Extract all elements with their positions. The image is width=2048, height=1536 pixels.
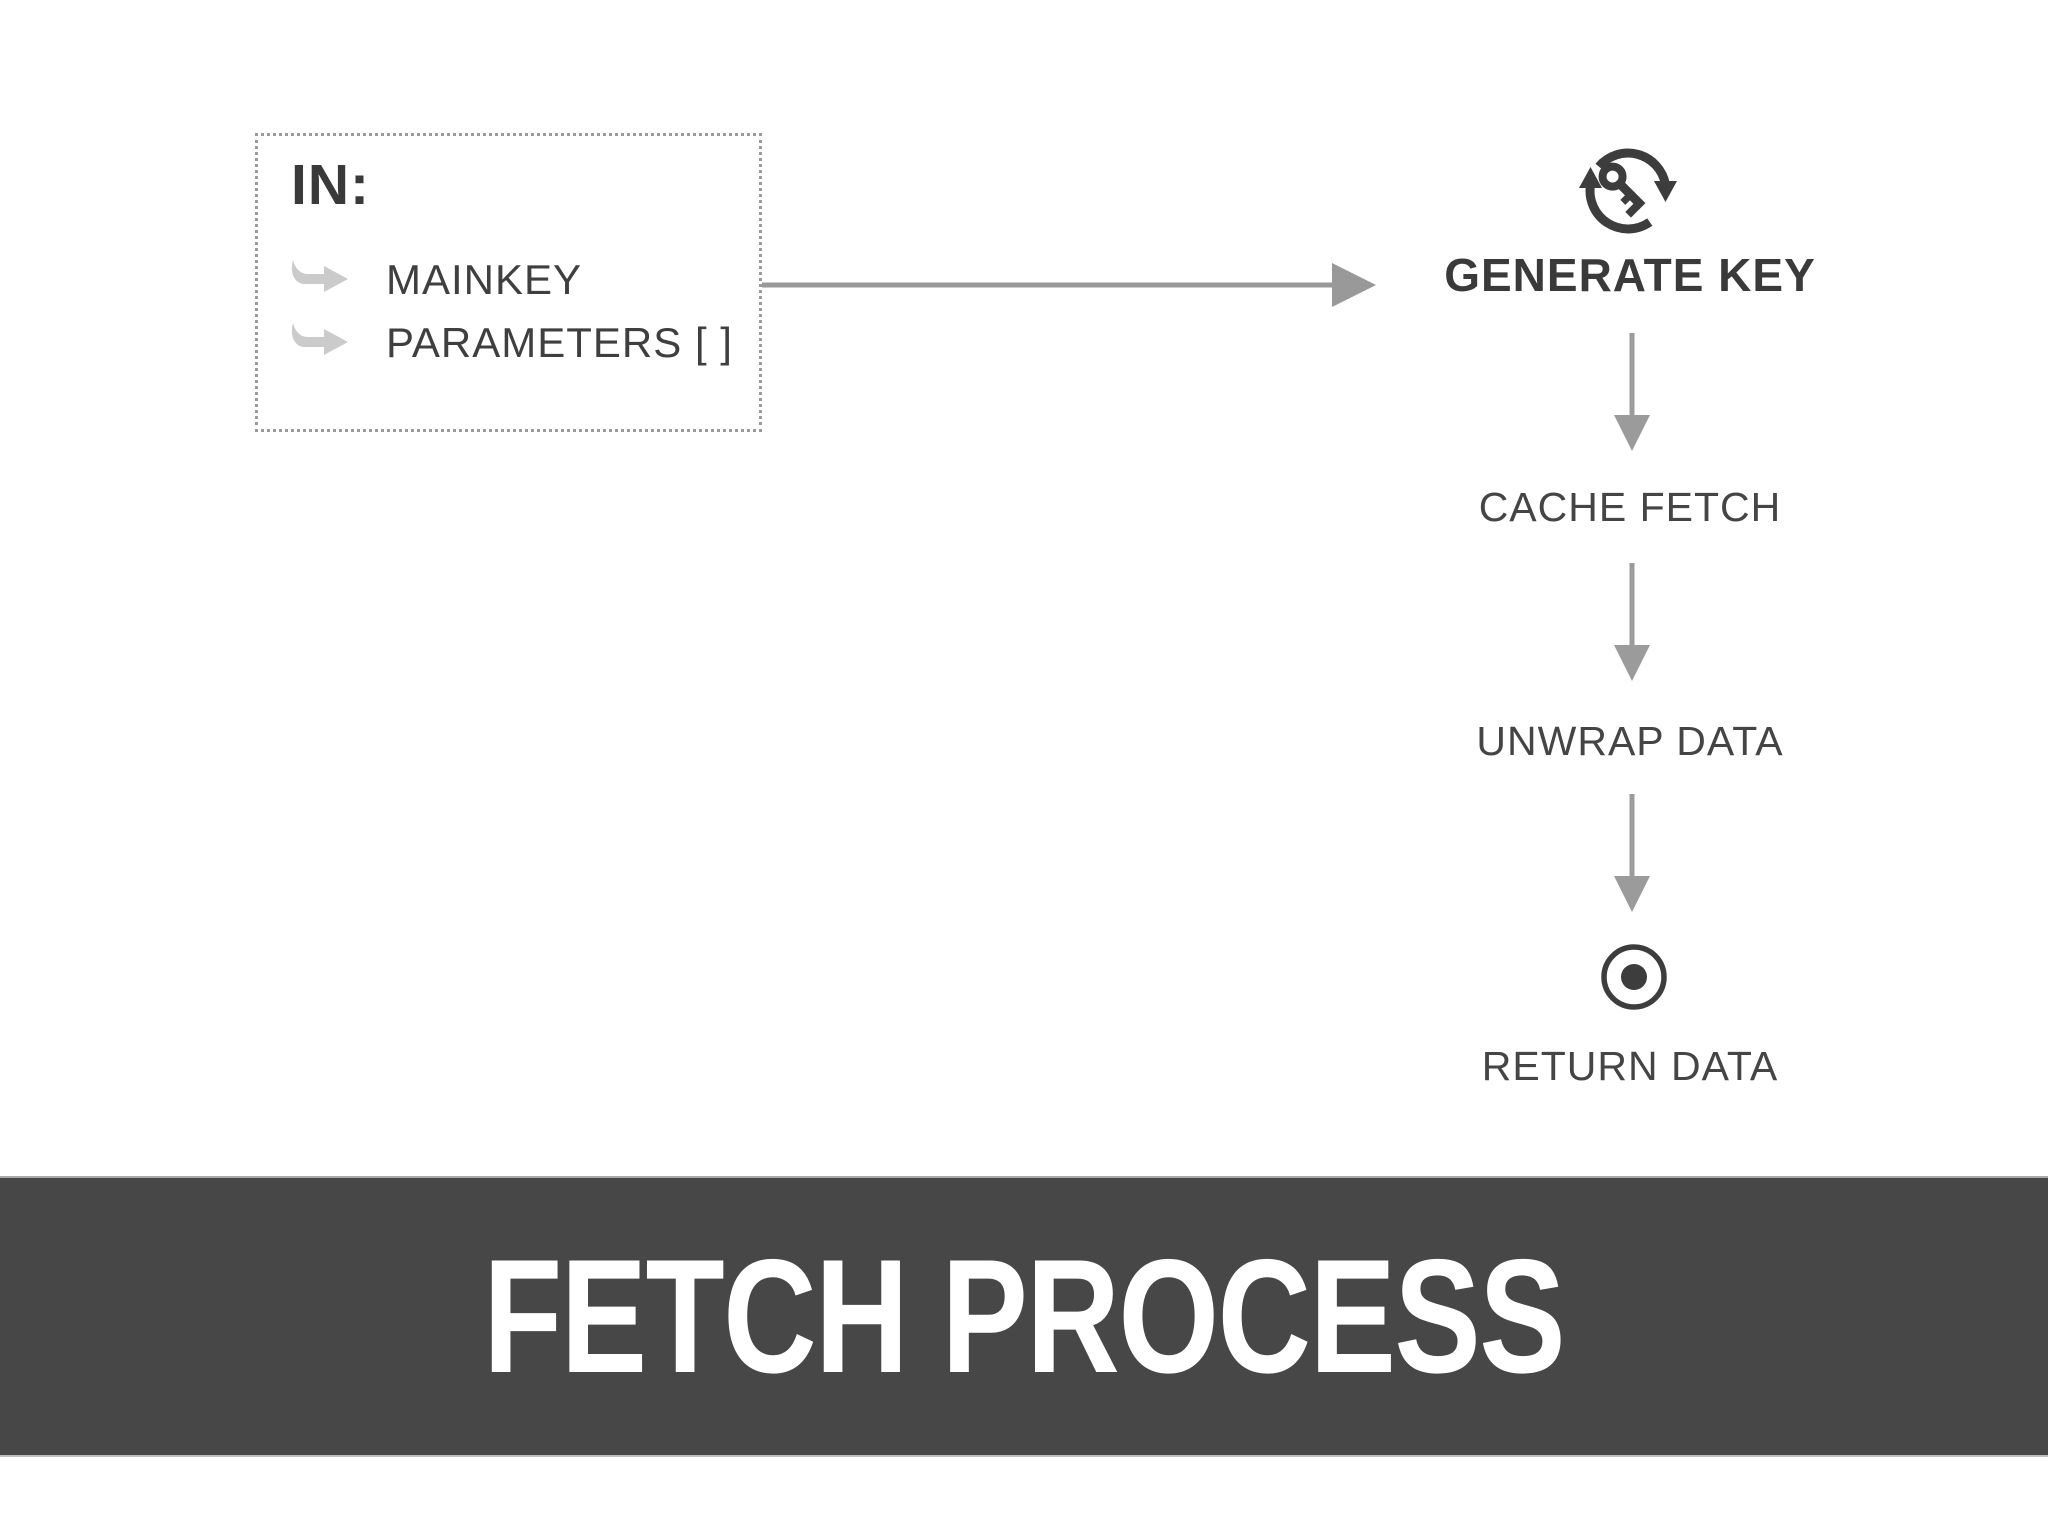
input-box-title: IN: <box>291 153 370 217</box>
list-item: PARAMETERS [ ] <box>288 319 733 366</box>
page-title: FETCH PROCESS <box>483 1225 1567 1407</box>
flow-node-cache-fetch: CACHE FETCH <box>1478 484 1782 530</box>
down-arrow <box>1614 563 1650 681</box>
list-item: MAINKEY <box>288 256 583 303</box>
horizontal-arrow <box>762 263 1376 307</box>
key-rotation-icon <box>1579 148 1677 234</box>
input-box: IN: MAINKEY PARAMETERS [ ] <box>255 133 762 432</box>
bullet-arrow-icon <box>291 260 348 292</box>
bullet-arrow-icon <box>291 323 348 355</box>
input-item-label: MAINKEY <box>386 256 583 303</box>
down-arrow <box>1614 333 1650 451</box>
flow-node-unwrap-data: UNWRAP DATA <box>1476 718 1784 764</box>
flow-node-generate-key: GENERATE KEY <box>1444 249 1816 301</box>
down-arrow <box>1614 794 1650 912</box>
record-icon <box>1601 944 1667 1010</box>
footer-banner: FETCH PROCESS <box>0 1176 2048 1457</box>
flow-node-return-data: RETURN DATA <box>1481 1043 1779 1089</box>
input-item-label: PARAMETERS [ ] <box>386 319 733 366</box>
